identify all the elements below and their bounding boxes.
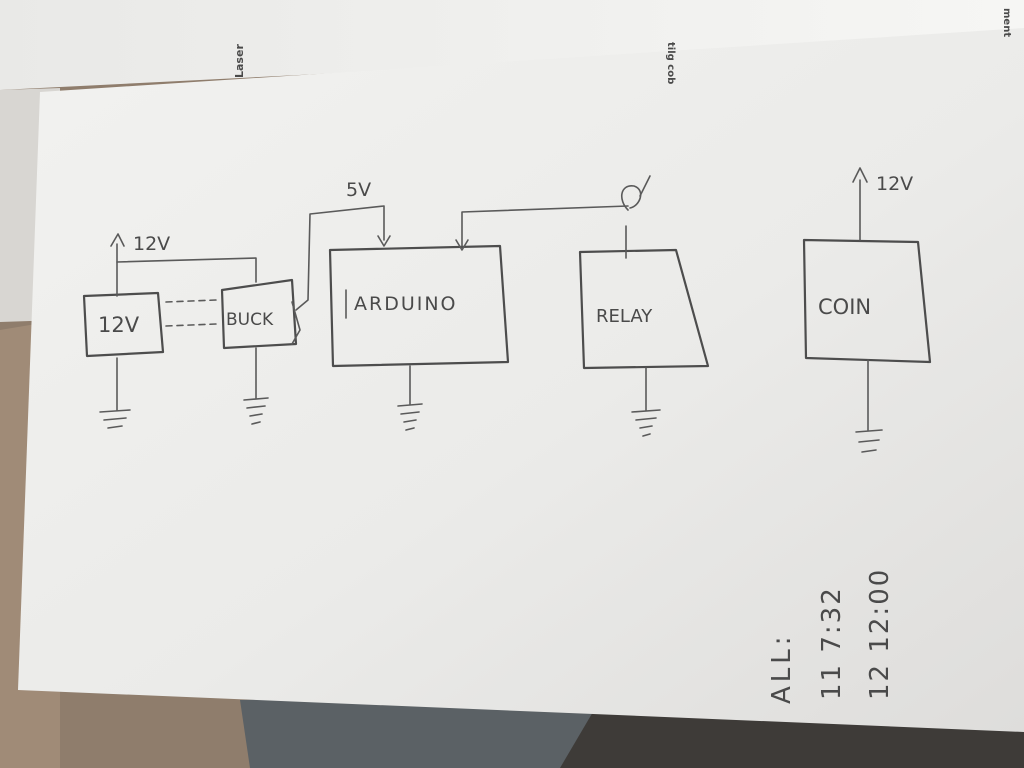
buck-block: BUCK xyxy=(220,205,391,425)
top-sheet xyxy=(0,0,1024,90)
coin-top-label: 12V xyxy=(876,173,913,195)
relay-block: RELAY xyxy=(578,175,710,437)
arduino-block: ARDUINO xyxy=(328,205,629,431)
arduino-label: ARDUINO xyxy=(354,293,458,315)
relay-label: RELAY xyxy=(596,306,653,327)
page-fragment-1: Laser xyxy=(233,44,246,78)
psu-label: 12V xyxy=(98,313,140,337)
notes-header: ALL: xyxy=(767,632,797,704)
notes-line-2: 12 12:00 xyxy=(865,568,895,700)
paper-sheet xyxy=(18,28,1024,732)
psu-top-label: 12V xyxy=(133,233,170,255)
coin-label: COIN xyxy=(818,295,871,319)
notes-line-1: 11 7:32 xyxy=(817,586,847,700)
buck-label: BUCK xyxy=(226,310,274,330)
notes-block: ALL: 11 7:32 12 12:00 xyxy=(767,568,895,704)
coin-block: COIN 12V xyxy=(802,167,932,453)
page-fragment-2: tilg cob xyxy=(665,42,676,84)
arduino-supply-label: 5V xyxy=(346,179,371,201)
page-fragment-3: ment xyxy=(1001,8,1012,37)
psu-block: 12V 12V xyxy=(82,233,257,429)
